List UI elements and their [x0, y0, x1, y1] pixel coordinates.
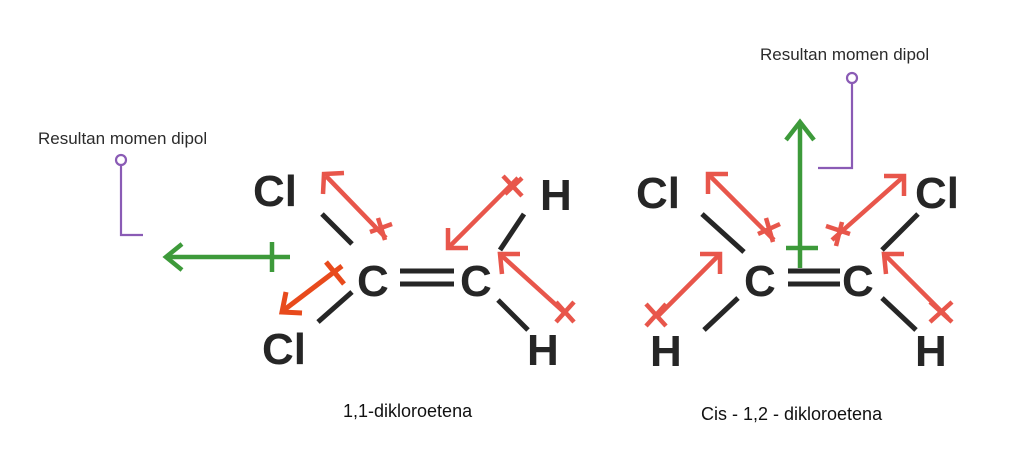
dipole-arrow-h-bottom-to-c2 [497, 251, 576, 324]
dipole-arrow-c2-to-cl-right [825, 173, 907, 247]
bond-c1-cl-bottom [316, 290, 354, 324]
atom-carbon-2: C [460, 257, 492, 306]
dipole-arrow-c1-to-cl-bottom [278, 260, 346, 316]
atom-cl-right: Cl [915, 169, 959, 218]
atom-cl-left: Cl [636, 169, 680, 218]
atom-h-bottom: H [527, 326, 559, 375]
bond-c2-h-top [497, 212, 527, 252]
resultant-dipole-arrow-left [162, 242, 290, 272]
dipole-arrow-h-right-to-c2 [881, 251, 954, 324]
atom-carbon-1: C [357, 257, 389, 306]
molecule-1-1-dikloroetena: Cl Cl C C H H [38, 129, 576, 421]
dipole-arrow-c1-to-cl-left [705, 171, 781, 243]
atom-h-top: H [540, 171, 572, 220]
dipole-arrow-h-left-to-c1 [644, 251, 723, 328]
annotation-pin-icon [845, 71, 859, 85]
resultant-annotation-left: Resultan momen dipol [38, 129, 207, 237]
dipole-arrow-h-top-to-c2 [445, 174, 524, 251]
atom-cl-top: Cl [253, 167, 297, 216]
bond-cl-top-c1 [320, 212, 354, 246]
atom-h-left: H [650, 327, 682, 376]
molecule-cis-1-2-dikloroetena: Cl H C C Cl H [636, 45, 959, 424]
bond-c1-h-left [702, 296, 740, 332]
annotation-pin-icon [114, 153, 128, 167]
resultant-label-right: Resultan momen dipol [760, 45, 929, 64]
bond-c2-cl-right [880, 212, 920, 252]
resultant-dipole-arrow-up [784, 118, 818, 268]
atom-h-right: H [915, 327, 947, 376]
bond-c2-h-right [880, 296, 918, 332]
atom-cl-bottom: Cl [262, 325, 306, 374]
resultant-label-left: Resultan momen dipol [38, 129, 207, 148]
dipole-arrow-c1-to-cl-top [320, 170, 393, 241]
atom-carbon-2: C [842, 257, 874, 306]
caption-1-1-dikloroetena: 1,1-dikloroetena [343, 401, 473, 421]
caption-cis-1-2-dikloroetena: Cis - 1,2 - dikloroetena [701, 404, 883, 424]
bond-cl-left-c1 [700, 212, 746, 254]
resultant-annotation-right: Resultan momen dipol [760, 45, 929, 170]
bond-c2-h-bottom [496, 298, 530, 332]
atom-carbon-1: C [744, 257, 776, 306]
